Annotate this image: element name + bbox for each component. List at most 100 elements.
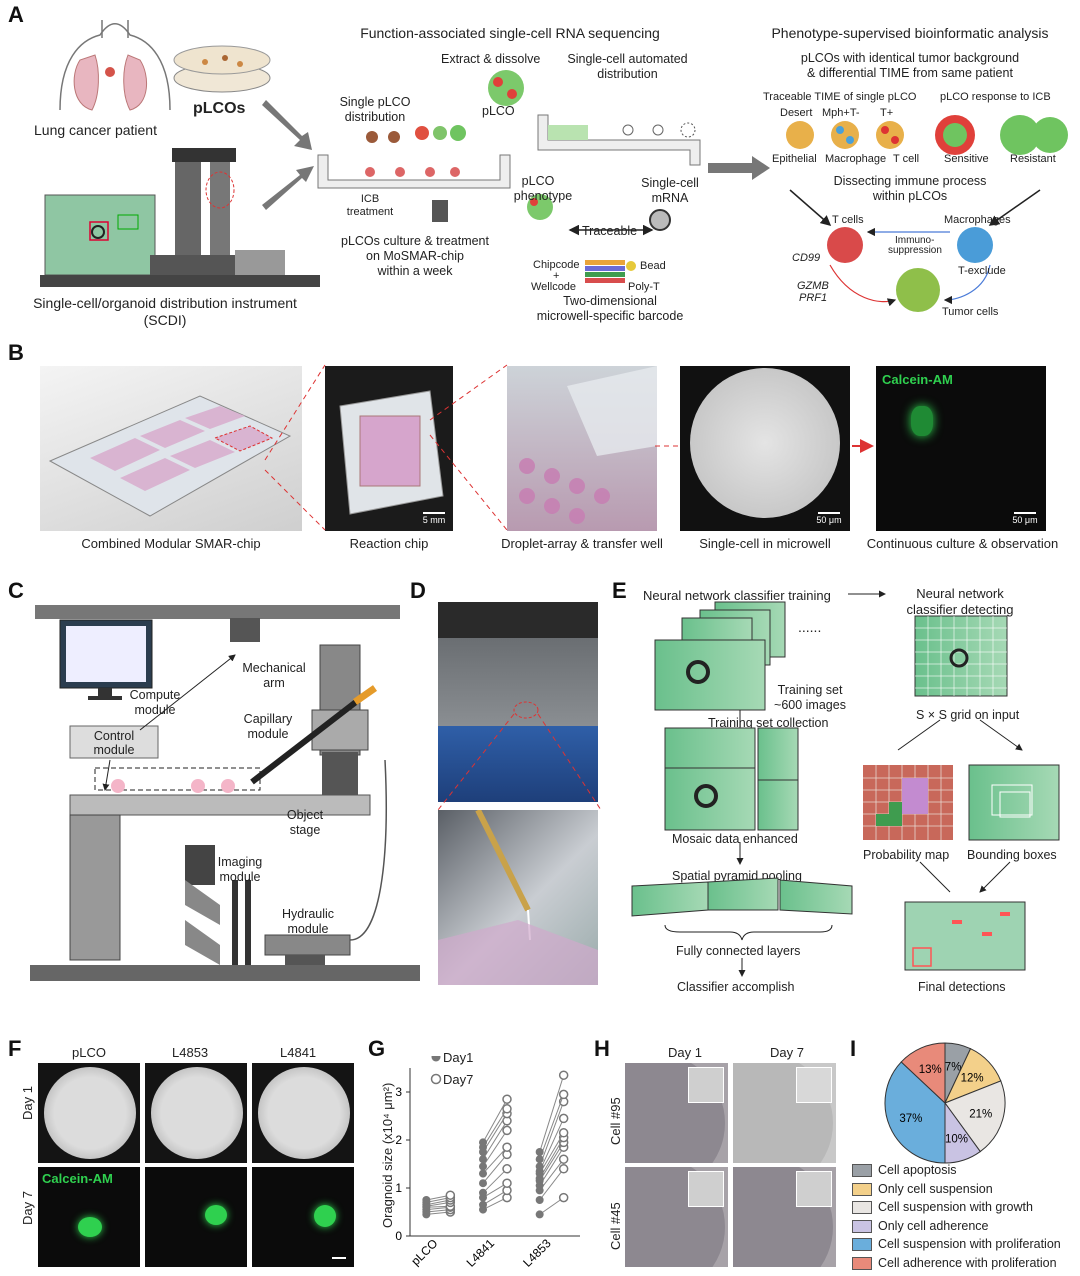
i-legend-swatch	[852, 1256, 872, 1270]
tcell-label: T cell	[893, 153, 920, 165]
panel-label-a: A	[8, 2, 24, 27]
epithelial-label: Epithelial	[772, 153, 817, 165]
g-point-day1	[535, 1162, 544, 1171]
instrument-diagram	[30, 605, 420, 981]
g-pair-line	[482, 1098, 508, 1143]
compute-1: Compute	[129, 688, 181, 702]
resistant-label: Resistant	[1010, 153, 1056, 165]
left-lung	[73, 54, 99, 111]
calcein-label-b: Calcein-AM	[882, 372, 953, 387]
g-pair-line	[539, 1168, 565, 1201]
control-2: module	[93, 743, 135, 757]
organoid-icons	[366, 70, 524, 143]
barcode-2: microwell-specific barcode	[536, 309, 684, 323]
panel-b-zoom-lines	[264, 364, 874, 531]
imaging-1: Imaging	[217, 855, 263, 869]
hydraulic-2: module	[287, 922, 329, 936]
g-ylabel: Oragnoid size (x10⁴ μm²)	[380, 1082, 395, 1228]
desert-label: Desert	[780, 107, 813, 119]
g-xtick-label: L4841	[464, 1236, 498, 1270]
macrophages-label: Macrophages	[944, 214, 1011, 226]
g-pair-line	[539, 1094, 565, 1160]
i-legend-item: Cell suspension with proliferation	[852, 1236, 1061, 1252]
sensitive-label: Sensitive	[944, 153, 989, 165]
dissect-1: Dissecting immune process	[833, 174, 987, 188]
object-2: stage	[289, 823, 321, 837]
f-day1-plco	[38, 1063, 140, 1163]
g-point-day1	[479, 1169, 487, 1178]
f-col-l4853: L4853	[172, 1045, 209, 1060]
g-ytick-label: 3	[395, 1085, 402, 1099]
mech-1: Mechanical	[242, 661, 306, 675]
i-legend-swatch	[852, 1238, 872, 1252]
panel-label-f: F	[8, 1036, 22, 1061]
g-legend-day7: Day7	[443, 1072, 474, 1087]
g-point-day7	[558, 1070, 569, 1080]
f-calcein-label: Calcein-AM	[42, 1171, 113, 1186]
g-point-day1	[535, 1210, 544, 1219]
barcode-1: Two-dimensional	[563, 294, 657, 308]
bbox-label: Bounding boxes	[967, 848, 1057, 862]
i-slice-label: 37%	[899, 1113, 922, 1125]
caption-b1: Combined Modular SMAR-chip	[81, 536, 261, 551]
f-day1-l4841	[252, 1063, 354, 1163]
polyt-label: Poly-T	[628, 281, 660, 293]
scale-bar-5mm: 5 mm	[421, 512, 447, 525]
g-point-day7	[558, 1089, 569, 1100]
g-pair-line	[482, 1120, 508, 1160]
plcos-label: pLCOs	[193, 100, 246, 117]
tcells-label: T cells	[832, 214, 864, 226]
barcode-bead	[527, 194, 671, 283]
control-1: Control	[93, 729, 135, 743]
imaging-2: module	[219, 870, 261, 884]
wellcode-label: Wellcode	[531, 281, 577, 293]
g-pair-line	[539, 1197, 564, 1215]
instrument-photo	[438, 602, 598, 802]
g-ytick-label: 1	[395, 1181, 402, 1195]
caption-b4: Single-cell in microwell	[699, 536, 831, 551]
i-pie-slice	[944, 1080, 1006, 1153]
i-slice-label: 21%	[969, 1108, 992, 1120]
i-legend-swatch	[852, 1164, 872, 1178]
g-xtick-label: pLCO	[408, 1236, 440, 1268]
i-legend-label: Cell suspension with growth	[878, 1200, 1033, 1214]
g-point-day1	[535, 1155, 544, 1164]
culture-2: on MoSMAR-chip	[366, 249, 464, 263]
nn-detect-2: classifier detecting	[906, 602, 1014, 617]
g-pair-line	[482, 1108, 508, 1148]
accomplish-label: Classifier accomplish	[677, 980, 795, 994]
capillary-photo	[438, 810, 598, 985]
g-pair-line	[539, 1158, 565, 1191]
mph-label: Mph+T-	[822, 107, 860, 119]
g-point-day7	[502, 1125, 512, 1136]
g-pair-line	[482, 1130, 508, 1167]
texclude-label: T-exclude	[958, 265, 1006, 277]
extract-label: Extract & dissolve	[441, 52, 541, 66]
caption-b2: Reaction chip	[349, 536, 429, 551]
g-xtick-label: L4853	[520, 1236, 554, 1270]
g-pair-line	[539, 1146, 565, 1186]
g-pair-line	[539, 1137, 565, 1179]
culture-3: within a week	[377, 264, 453, 278]
psba-title: Phenotype-supervised bioinformatic analy…	[771, 25, 1049, 41]
g-point-day1	[479, 1200, 487, 1209]
trainset-2: ~600 images	[774, 698, 846, 712]
g-pair-line	[539, 1075, 565, 1153]
i-slice-label: 13%	[919, 1064, 942, 1076]
g-point-day7	[502, 1094, 512, 1104]
f-day7-plco: Calcein-AM	[38, 1167, 140, 1267]
identical-1: pLCOs with identical tumor background	[800, 51, 1020, 65]
g-point-day7	[558, 1154, 569, 1164]
g-point-day7	[502, 1142, 512, 1152]
moSMAR-chip-a	[317, 154, 511, 222]
h-row-cell95: Cell #95	[608, 1097, 623, 1145]
compute-2: module	[134, 703, 176, 717]
f-scale-bar	[332, 1257, 346, 1259]
i-pie-slice	[884, 1061, 946, 1164]
i-legend-label: Cell adherence with proliferation	[878, 1255, 1057, 1270]
arrow-to-analysis	[708, 156, 770, 180]
panel-label-b: B	[8, 340, 24, 365]
droplet-array-photo	[507, 366, 657, 531]
h-cell95-day7	[733, 1063, 836, 1163]
macrophage-label: Macrophage	[825, 153, 887, 165]
